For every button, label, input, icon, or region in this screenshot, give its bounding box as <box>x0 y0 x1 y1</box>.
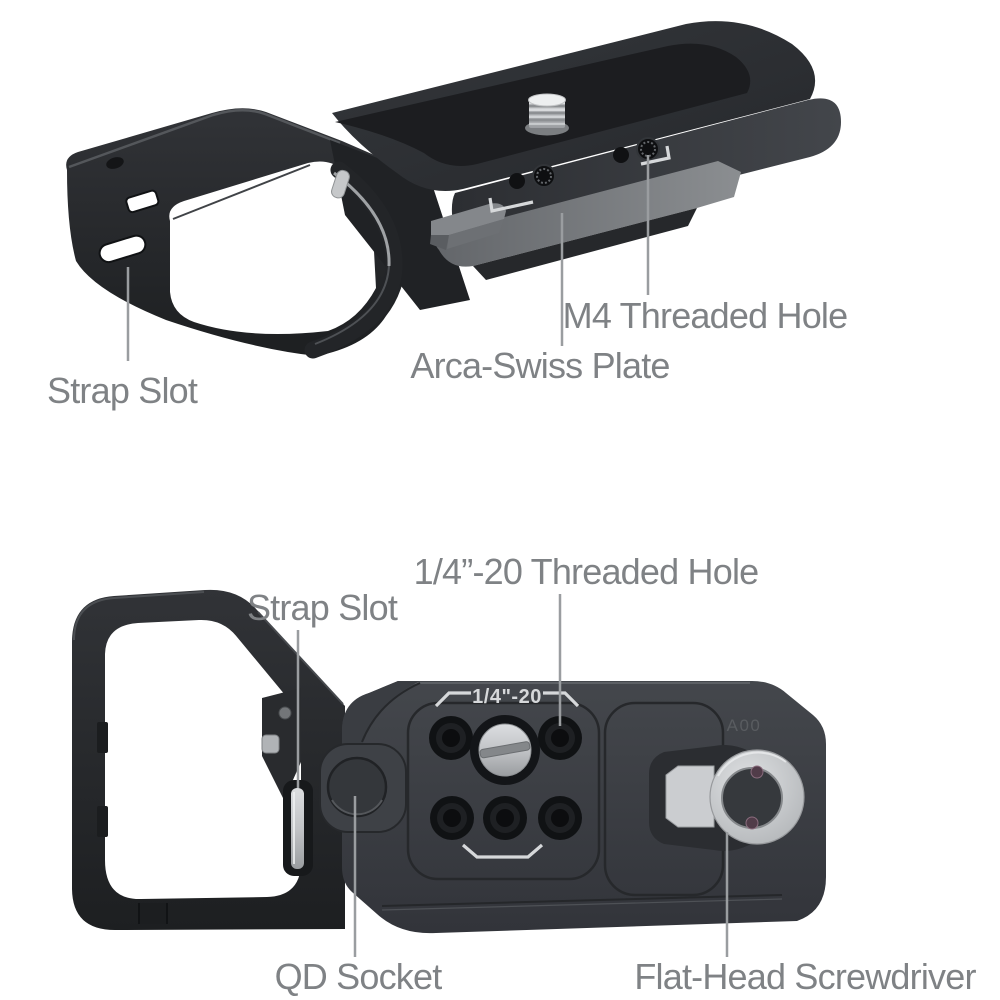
clamp-jaw-left <box>430 235 449 250</box>
ring-left-notch-lower <box>97 806 108 837</box>
qd-socket-rim-light <box>331 799 383 816</box>
qd-socket <box>326 756 388 818</box>
camera-screw-slot <box>479 741 531 759</box>
callout-label-strap-slot-bottom: Strap Slot <box>247 587 398 628</box>
ring-bottom-divot-edges <box>138 903 168 924</box>
dovetail-shadow <box>473 208 697 280</box>
callout-label-m4-threaded-hole: M4 Threaded Hole <box>563 295 848 336</box>
threaded-hole-bottom-center <box>483 796 527 840</box>
threaded-hole-bottom-left <box>430 796 474 840</box>
m4-hole-right-thread <box>640 141 656 157</box>
bottom-groove <box>381 894 783 907</box>
camera-frame <box>66 108 407 356</box>
callout-layer: Strap Slot Arca-Swiss Plate M4 Threaded … <box>47 155 977 997</box>
thread-spec-mark-right <box>543 691 580 708</box>
strap-slot-pin <box>291 788 304 869</box>
threaded-hole-top-left <box>429 716 473 760</box>
side-engraved-mark-left <box>488 197 534 213</box>
callout-label-arca-swiss-plate: Arca-Swiss Plate <box>410 345 669 386</box>
clamp-jaw-top <box>431 203 506 235</box>
strap-slot-cutout <box>98 234 147 264</box>
frame-top-notch <box>125 189 160 214</box>
screw-top <box>528 93 566 107</box>
bottom-view-illustration: 1/4"-20 A00 <box>72 589 826 934</box>
frame-top-edge-highlight <box>68 109 341 169</box>
side-engraved-mark-right <box>640 145 671 166</box>
frame-inner-edge <box>172 164 311 220</box>
center-island-contour <box>406 701 601 881</box>
arca-dovetail-rail <box>435 161 741 267</box>
callout-label-strap-slot-top: Strap Slot <box>47 370 198 411</box>
model-code-engraving: A00 <box>727 716 762 735</box>
side-rail-lower-sheen <box>314 265 390 345</box>
callout-label-qd-socket: QD Socket <box>275 956 443 997</box>
recess-screw-bottom <box>745 816 759 830</box>
hinge-pin <box>331 169 350 199</box>
clamp-jaw-front <box>447 219 504 249</box>
screwdriver-blade-tab <box>665 765 715 828</box>
junction-arm <box>262 688 301 800</box>
ring-diagonal-highlight <box>257 611 344 705</box>
bottom-chevron-engraving <box>461 843 544 859</box>
ring-top-highlight <box>73 591 205 641</box>
l-bracket-ring <box>72 589 345 930</box>
callout-label-flat-head-screwdriver: Flat-Head Screwdriver <box>634 956 976 997</box>
thread-spec-engraving: 1/4"-20 <box>472 686 542 708</box>
bar-front-face <box>451 98 841 241</box>
ring-left-notch-upper <box>97 722 108 753</box>
callout-label-quarter-20-hole: 1/4”-20 Threaded Hole <box>414 551 759 592</box>
frame-corner-hole <box>106 157 124 169</box>
side-rail-arm <box>304 161 403 359</box>
m4-hole-left-thread <box>536 168 552 184</box>
side-hole-small-right <box>613 147 629 163</box>
recess-screw-top <box>750 765 764 779</box>
threaded-hole-bottom-right <box>538 796 582 840</box>
thread-spec-mark-left <box>434 691 471 708</box>
threaded-hole-top-right <box>538 716 582 760</box>
bottom-groove-highlight <box>381 898 783 911</box>
junction-silver-pin <box>261 734 280 754</box>
ring-bottom-divot <box>139 903 167 924</box>
side-hole-small-left <box>509 173 525 189</box>
top-view-illustration <box>66 21 841 359</box>
junction-pin-dot <box>278 706 292 720</box>
screwdriver-head-highlight <box>717 751 787 777</box>
plate-wing-contour <box>361 682 421 743</box>
